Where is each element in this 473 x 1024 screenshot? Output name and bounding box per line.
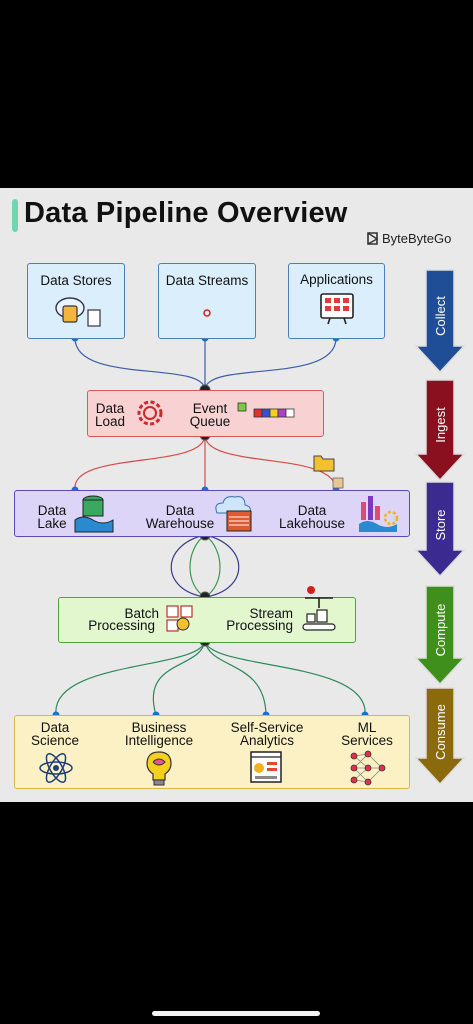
data-science-label-1: Data <box>40 720 70 735</box>
data-lakehouse-label-1: Data <box>297 503 327 518</box>
stage-label-ingest: Ingest <box>433 407 448 443</box>
business-intelligence-label-1: Business <box>131 720 187 735</box>
stage-arrow-compute: Compute <box>414 585 466 686</box>
bytebytego-logo-icon <box>367 232 379 245</box>
self-service-analytics-label-2: Analytics <box>239 733 295 748</box>
folder-icon <box>313 455 335 472</box>
stage-label-store: Store <box>433 509 448 540</box>
data-lake-label-1: Data <box>37 503 67 518</box>
ml-services-label-2: Services <box>341 733 393 748</box>
event-queue-label-2: Queue <box>189 414 231 429</box>
neural-network-icon <box>350 750 386 786</box>
data-warehouse-label-1: Data <box>165 503 195 518</box>
stream-processing-label-1: Stream <box>249 606 293 621</box>
stream-icon <box>203 309 211 317</box>
data-lakehouse-label-2: Lakehouse <box>278 516 346 531</box>
page-title: Data Pipeline Overview <box>24 197 348 229</box>
stage-arrow-store: Store <box>414 481 466 578</box>
data-stores-label: Data Stores <box>40 273 112 288</box>
lakehouse-chart-icon <box>359 496 399 532</box>
data-science-label-2: Science <box>30 733 80 748</box>
stage-arrow-consume: Consume <box>414 687 466 786</box>
lightbulb-brain-icon <box>146 751 172 786</box>
self-service-analytics-label-1: Self-Service <box>230 720 304 735</box>
stage-arrow-collect: Collect <box>414 269 466 374</box>
event-queue-label-1: Event <box>192 401 228 416</box>
brand: ByteByteGo <box>366 231 451 246</box>
data-warehouse-label-2: Warehouse <box>145 516 215 531</box>
title-accent-bar <box>12 199 18 232</box>
brand-name: ByteByteGo <box>382 231 452 246</box>
consume-box: Data Science Business Intelligence Self-… <box>14 715 410 789</box>
applications-label: Applications <box>300 272 373 287</box>
data-streams-box: Data Streams <box>158 263 256 339</box>
ingest-box: Data Load Event Queue <box>87 390 324 437</box>
atom-icon <box>39 753 73 783</box>
conveyor-icon <box>302 586 336 631</box>
data-lake-icon <box>74 495 114 533</box>
batch-icon <box>166 605 193 632</box>
batch-processing-label-2: Processing <box>88 618 155 633</box>
data-streams-label: Data Streams <box>165 273 249 288</box>
stage-label-consume: Consume <box>433 704 448 760</box>
data-stores-box: Data Stores <box>27 263 125 339</box>
applications-box: Applications <box>288 263 385 339</box>
stage-arrow-ingest: Ingest <box>414 379 466 482</box>
stage-arrows: Collect Ingest Store Compute Consume <box>414 269 466 786</box>
file-icon <box>332 477 344 489</box>
stage-label-compute: Compute <box>433 604 448 657</box>
database-cloud-icon <box>55 297 101 327</box>
gear-icon <box>137 400 163 426</box>
cloud-warehouse-icon <box>215 496 252 532</box>
queue-icon <box>237 402 295 418</box>
ml-services-label-1: ML <box>357 720 377 735</box>
business-intelligence-label-2: Intelligence <box>124 733 194 748</box>
dashboard-icon <box>250 751 282 783</box>
stream-processing-label-2: Processing <box>226 618 293 633</box>
data-load-label-2: Load <box>94 414 126 429</box>
data-load-label-1: Data <box>95 401 125 416</box>
data-lake-label-2: Lake <box>37 516 67 531</box>
compute-box: Batch Processing Stream Processing <box>58 586 356 643</box>
home-indicator[interactable] <box>152 1011 320 1016</box>
store-box: Data Lake Data Warehouse Data Lakehouse <box>14 490 410 537</box>
stage-label-collect: Collect <box>433 296 448 336</box>
batch-processing-label-1: Batch <box>124 606 159 621</box>
app-grid-icon <box>320 293 354 325</box>
